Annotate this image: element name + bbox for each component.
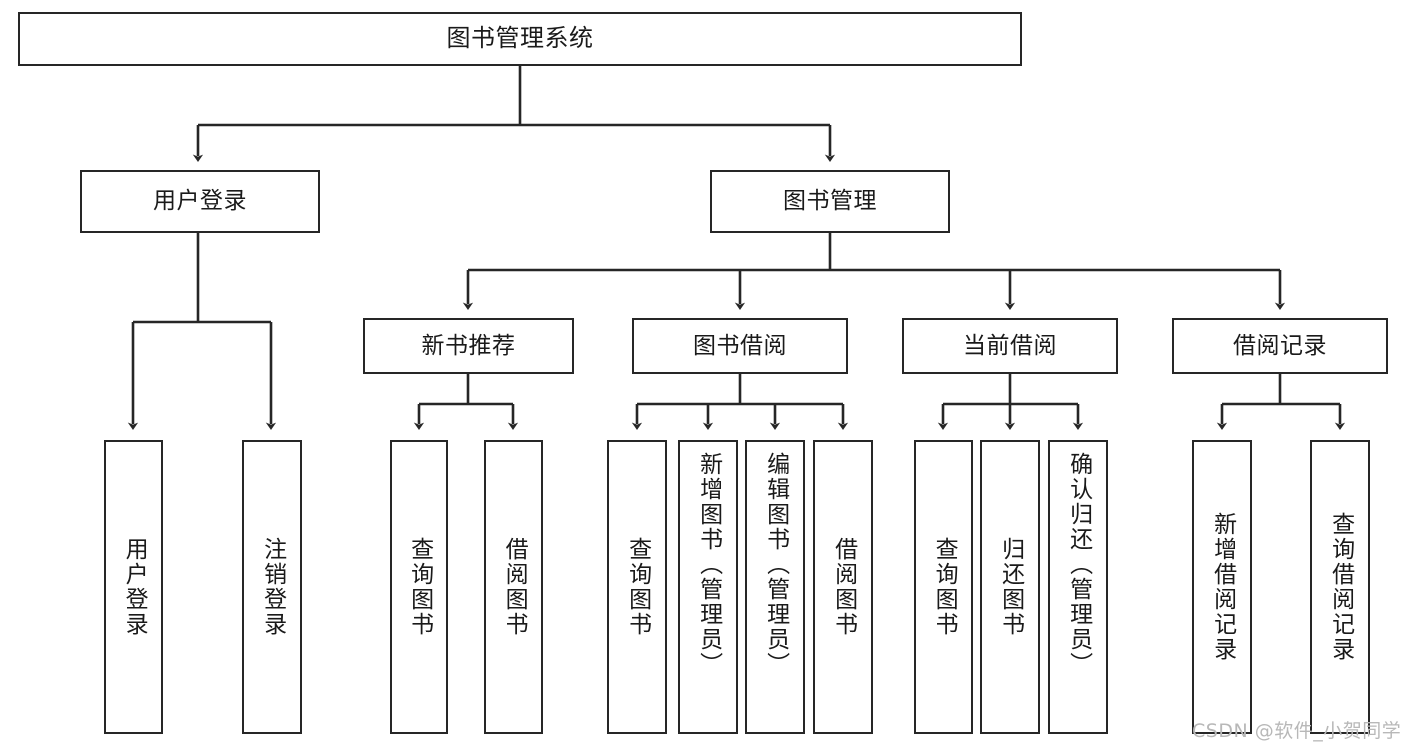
- node-book-manage-label: 图书管理: [783, 188, 877, 215]
- leaf-add-book[interactable]: 新增图书（管理员）: [678, 440, 738, 734]
- node-new-book-rec[interactable]: 新书推荐: [363, 318, 574, 374]
- leaf-borrow-book-2-label: 借阅图书: [830, 537, 857, 637]
- leaf-query-book-3[interactable]: 查询图书: [914, 440, 973, 734]
- leaf-add-record[interactable]: 新增借阅记录: [1192, 440, 1252, 734]
- leaf-edit-book-label: 编辑图书（管理员）: [762, 452, 789, 677]
- leaf-query-record-label: 查询借阅记录: [1327, 512, 1354, 662]
- node-root-label: 图书管理系统: [446, 24, 594, 53]
- node-book-manage[interactable]: 图书管理: [710, 170, 950, 233]
- leaf-user-login[interactable]: 用户登录: [104, 440, 163, 734]
- leaf-query-book-2[interactable]: 查询图书: [607, 440, 667, 734]
- node-book-borrow[interactable]: 图书借阅: [632, 318, 848, 374]
- node-new-book-rec-label: 新书推荐: [421, 332, 516, 359]
- node-borrow-record-label: 借阅记录: [1233, 332, 1327, 359]
- leaf-confirm-return-label: 确认归还（管理员）: [1065, 452, 1092, 677]
- node-current-borrow-label: 当前借阅: [963, 332, 1057, 359]
- node-borrow-record[interactable]: 借阅记录: [1172, 318, 1388, 374]
- leaf-add-record-label: 新增借阅记录: [1209, 512, 1236, 662]
- node-book-borrow-label: 图书借阅: [693, 332, 787, 359]
- leaf-confirm-return[interactable]: 确认归还（管理员）: [1048, 440, 1108, 734]
- leaf-borrow-book-1[interactable]: 借阅图书: [484, 440, 543, 734]
- node-user-login-label: 用户登录: [153, 188, 247, 215]
- leaf-logout[interactable]: 注销登录: [242, 440, 302, 734]
- leaf-edit-book[interactable]: 编辑图书（管理员）: [745, 440, 805, 734]
- leaf-query-book-3-label: 查询图书: [931, 537, 958, 637]
- leaf-logout-label: 注销登录: [259, 537, 286, 637]
- leaf-query-record[interactable]: 查询借阅记录: [1310, 440, 1370, 734]
- leaf-add-book-label: 新增图书（管理员）: [695, 452, 722, 677]
- node-current-borrow[interactable]: 当前借阅: [902, 318, 1118, 374]
- leaf-return-book-label: 归还图书: [997, 537, 1024, 637]
- leaf-borrow-book-2[interactable]: 借阅图书: [813, 440, 873, 734]
- leaf-query-book-2-label: 查询图书: [624, 537, 651, 637]
- leaf-query-book-1-label: 查询图书: [406, 537, 433, 637]
- leaf-query-book-1[interactable]: 查询图书: [390, 440, 448, 734]
- node-user-login[interactable]: 用户登录: [80, 170, 320, 233]
- leaf-borrow-book-1-label: 借阅图书: [501, 537, 528, 637]
- node-root[interactable]: 图书管理系统: [18, 12, 1022, 66]
- leaf-user-login-label: 用户登录: [121, 537, 148, 637]
- leaf-return-book[interactable]: 归还图书: [980, 440, 1040, 734]
